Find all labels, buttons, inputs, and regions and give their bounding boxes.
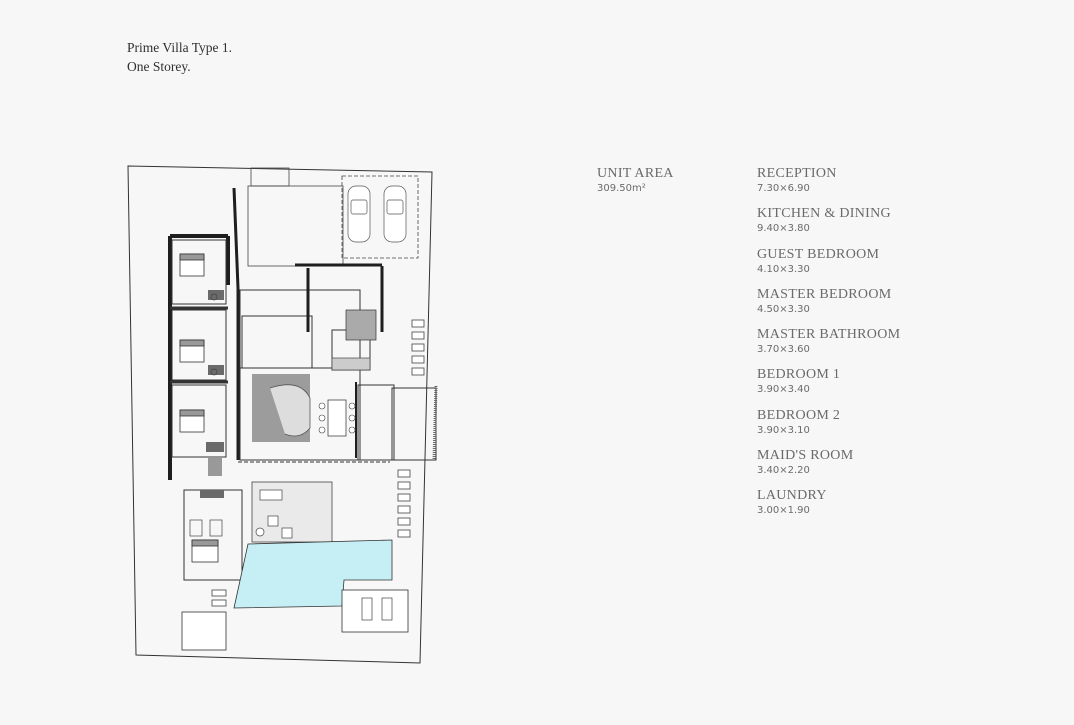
room-name: MASTER BATHROOM <box>757 327 901 343</box>
interior-walls <box>236 263 384 460</box>
room-item: BEDROOM 1 3.90×3.40 <box>757 366 1007 406</box>
bath-fixtures <box>189 293 223 537</box>
room-item: LAUNDRY 3.00×1.90 <box>757 487 1007 527</box>
swimming-pool <box>233 539 393 609</box>
floor-plan <box>127 165 438 664</box>
room-name: BEDROOM 2 <box>757 407 841 423</box>
room-item: GUEST BEDROOM 4.10×3.30 <box>757 246 1007 286</box>
room-item: MAID'S ROOM 3.40×2.20 <box>757 447 1007 487</box>
room-name: GUEST BEDROOM <box>757 246 880 262</box>
car-icon <box>347 185 407 243</box>
room-name: RECEPTION <box>757 166 837 181</box>
unit-area-value: 309.50m² <box>597 183 646 194</box>
room-size: 3.90×3.10 <box>757 424 810 436</box>
kitchen-counter <box>345 309 377 341</box>
plot-boundary <box>127 165 433 664</box>
wardrobe-blocks <box>200 290 224 498</box>
exterior-walls <box>168 187 240 480</box>
room-size: 4.10×3.30 <box>757 263 810 275</box>
room-size: 3.70×3.60 <box>757 344 810 356</box>
kitchen-island <box>331 357 371 371</box>
room-name: KITCHEN & DINING <box>757 206 891 222</box>
plan-title: Prime Villa Type 1. One Storey. <box>127 38 232 76</box>
room-item: MASTER BATHROOM 3.70×3.60 <box>757 326 1007 366</box>
sofa <box>269 384 311 437</box>
room-size: 3.90×3.40 <box>757 384 810 396</box>
room-item: RECEPTION 7.30×6.90 <box>757 165 1007 205</box>
room-size: 3.00×1.90 <box>757 505 810 517</box>
room-name: MASTER BEDROOM <box>757 286 892 302</box>
unit-area: UNIT AREA 309.50m² <box>597 165 674 196</box>
room-schedule: RECEPTION 7.30×6.90 KITCHEN & DINING 9.4… <box>757 165 1007 528</box>
stepping-stones <box>211 319 425 607</box>
sun-deck <box>341 589 409 633</box>
reception-area <box>238 289 437 463</box>
dining-chairs <box>318 402 356 434</box>
room-item: KITCHEN & DINING 9.40×3.80 <box>757 205 1007 245</box>
room-item: BEDROOM 2 3.90×3.10 <box>757 407 1007 447</box>
sunbed-icon <box>361 597 393 621</box>
room-item: MASTER BEDROOM 4.50×3.30 <box>757 286 1007 326</box>
room-size: 7.30×6.90 <box>757 183 810 194</box>
unit-area-label: UNIT AREA <box>597 166 674 181</box>
lounge-chairs <box>255 489 293 539</box>
pavilion <box>181 611 227 651</box>
room-name: MAID'S ROOM <box>757 448 854 464</box>
room-size: 9.40×3.80 <box>757 223 810 235</box>
room-name: BEDROOM 1 <box>757 367 841 383</box>
villa-type-title: Prime Villa Type 1. <box>127 40 232 55</box>
room-size: 4.50×3.30 <box>757 303 810 315</box>
bed-icon <box>179 253 219 563</box>
bedroom-wing <box>170 239 243 581</box>
storey-subtitle: One Storey. <box>127 59 191 74</box>
room-name: LAUNDRY <box>757 488 827 504</box>
room-size: 3.40×2.20 <box>757 465 810 477</box>
dining-table <box>327 399 347 437</box>
boundary-wall <box>432 385 438 461</box>
